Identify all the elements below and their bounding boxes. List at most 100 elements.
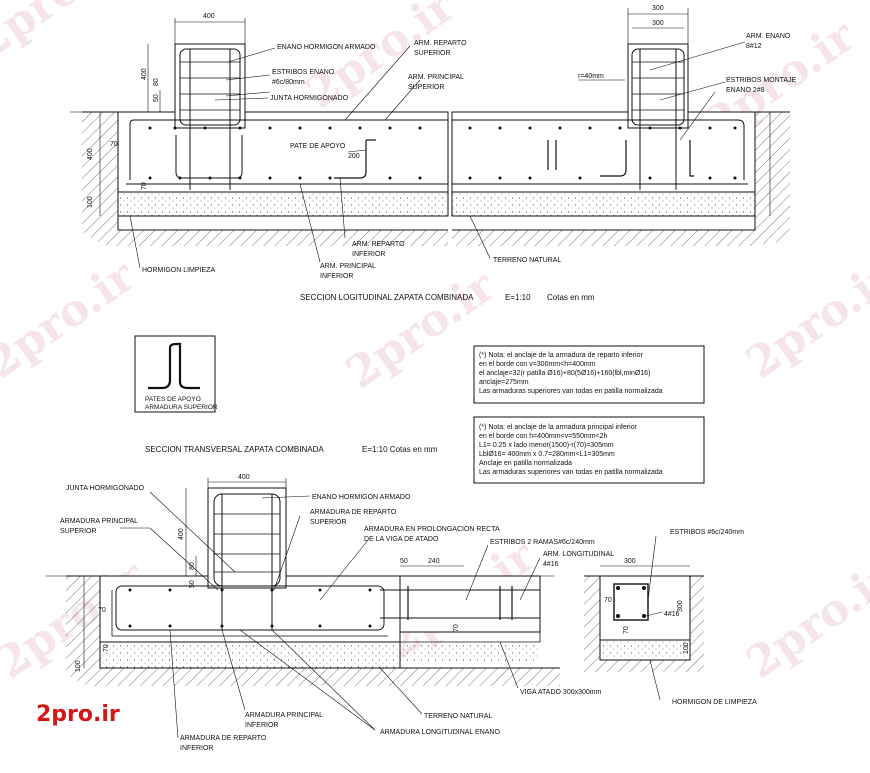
svg-text:2pro.ir: 2pro.ir (737, 250, 870, 389)
site-logo: 2pro.ir (36, 702, 120, 727)
svg-text:2pro.ir: 2pro.ir (0, 0, 135, 69)
labels-small-section: ESTRIBOS #6c/240mm 300 300 70 70 100 4#1… (604, 529, 757, 706)
label: ARM. REPARTO (352, 241, 405, 248)
label: ARMADURA SUPERIOR (145, 404, 218, 411)
transverse-section (45, 478, 560, 739)
label: ARMADURA DE REPARTO (310, 509, 397, 516)
note-line: anclaje=275mm (479, 379, 529, 386)
pates-labels: PATES DE APOYO ARMADURA SUPERIOR (145, 396, 218, 411)
label: ARM. REPARTO (414, 40, 467, 47)
label: ARM. PRINCIPAL (320, 263, 376, 270)
dim-width-label: 400 (203, 13, 215, 20)
labels-top-right: 300 300 r=40mm ARM. ENANO 8#12 ESTRIBOS … (578, 5, 797, 94)
label: DE LA VIGA DE ATADO (364, 536, 439, 543)
notes (473, 345, 705, 484)
dim-label: 100 (683, 642, 690, 654)
dim-label: 240 (428, 558, 440, 565)
label: VIGA ATADO 300x300mm (520, 689, 602, 696)
pates-detail-box (134, 335, 216, 413)
dim-label: 100 (87, 196, 94, 208)
label: TERRENO NATURAL (493, 257, 561, 264)
label: #6c/80mm (272, 79, 305, 86)
longitudinal-section-right (451, 8, 790, 259)
dim-label: 70 (141, 182, 148, 190)
dim-label: 70 (604, 597, 612, 604)
note-line: Las armaduras superiores van todas en pa… (479, 469, 663, 476)
dim-label: 300 (677, 600, 684, 612)
note-line: Anclaje en patilla normalizada (479, 460, 572, 467)
label: SUPERIOR (408, 84, 445, 91)
dim-label: 300 (652, 5, 664, 12)
dim-label: 400 (238, 474, 250, 481)
label: SUPERIOR (310, 519, 347, 526)
label: ARMADURA DE REPARTO (180, 735, 267, 742)
label: ENANO 2#8 (726, 87, 765, 94)
label: INFERIOR (352, 251, 385, 258)
svg-text:2pro.ir: 2pro.ir (737, 550, 870, 689)
note-line: (*) Nota: el anclaje de la armadura de r… (479, 352, 643, 359)
scale: E=1:10 (505, 293, 531, 302)
label: 4#16 (543, 561, 559, 568)
label: INFERIOR (180, 745, 213, 752)
dim-label: 70 (98, 607, 106, 614)
dim-label: 300 (652, 20, 664, 27)
label: HORMIGON DE LIMPIEZA (672, 699, 757, 706)
section-title-longitudinal: SECCION LOGITUDINAL ZAPATA COMBINADA E=1… (300, 293, 595, 302)
label: 4#16 (664, 611, 680, 618)
label: HORMIGON LIMPIEZA (142, 267, 215, 274)
label: ARM. ENANO (746, 33, 791, 40)
title: SECCION LOGITUDINAL ZAPATA COMBINADA (300, 293, 474, 302)
svg-text:2pro.ir: 2pro.ir (0, 250, 145, 389)
label: ARMADURA PRINCIPAL (60, 518, 138, 525)
dim-label: 50 (189, 580, 196, 588)
label: JUNTA HORMIGONADO (66, 485, 145, 492)
label: ESTRIBOS #6c/240mm (670, 529, 744, 536)
label: ESTRIBOS ENANO (272, 69, 335, 76)
dim-label: 80 (189, 562, 196, 570)
title: SECCION TRANSVERSAL ZAPATA COMBINADA (145, 445, 324, 454)
dim-label: 70 (110, 141, 118, 148)
dim-label: 300 (624, 558, 636, 565)
dim-label: 80 (153, 78, 160, 86)
label: SUPERIOR (60, 528, 97, 535)
note-line: LblØ16= 400mm x 0.7=280mm<L1=305mm (479, 451, 615, 458)
scale: E=1:10 Cotas en mm (362, 445, 438, 454)
dim-label: 400 (87, 148, 94, 160)
dim-height-label: 400 (141, 68, 148, 80)
label: PATES DE APOYO (145, 396, 201, 403)
dim-label: 70 (623, 626, 630, 634)
label: ARMADURA LONGITUDINAL ENANO (380, 729, 500, 736)
note-line: el anclaje=32(r patilla Ø16)+80(5Ø16)+16… (479, 370, 650, 377)
label: ARMADURA PRINCIPAL (245, 712, 323, 719)
label: ENANO HORMIGON ARMADO (312, 494, 411, 501)
longitudinal-section-left (70, 18, 449, 269)
label: INFERIOR (320, 273, 353, 280)
label: ESTRIBOS MONTAJE (726, 77, 797, 84)
tie-beam-section (584, 535, 704, 701)
dim-label: 400 (178, 528, 185, 540)
label: ARM. LONGITUDINAL (543, 551, 614, 558)
dim-label: 100 (75, 660, 82, 672)
section-title-transverse: SECCION TRANSVERSAL ZAPATA COMBINADA E=1… (145, 445, 438, 454)
note-line: en el borde con v=300mm<h=400mm (479, 361, 596, 368)
note-line: Las armaduras superiores van todas en pa… (479, 388, 663, 395)
label: ESTRIBOS 2 RAMAS#6c/240mm (490, 539, 595, 546)
labels-bottom: 400 400 50 80 70 70 70 100 50 240 JUNTA … (60, 474, 614, 752)
units: Cotas en mm (547, 293, 595, 302)
note-2: (*) Nota: el anclaje de la armadura prin… (479, 424, 663, 476)
label: INFERIOR (245, 722, 278, 729)
label: PATE DE APOYO (290, 143, 346, 150)
note-line: L1= 0.25 x lado menor(1500)-r(70)=305mm (479, 442, 614, 449)
dim-label: 70 (103, 644, 110, 652)
label: SUPERIOR (414, 50, 451, 57)
label: 8#12 (746, 43, 762, 50)
note-line: en el borde con h=400mm<v=550mm<2h (479, 433, 608, 440)
label: TERRENO NATURAL (424, 713, 492, 720)
dim-label: 200 (348, 153, 360, 160)
note-1: (*) Nota: el anclaje de la armadura de r… (479, 352, 663, 395)
dim-label: 70 (453, 624, 460, 632)
note-line: (*) Nota: el anclaje de la armadura prin… (479, 424, 638, 431)
dim-label: 50 (400, 558, 408, 565)
